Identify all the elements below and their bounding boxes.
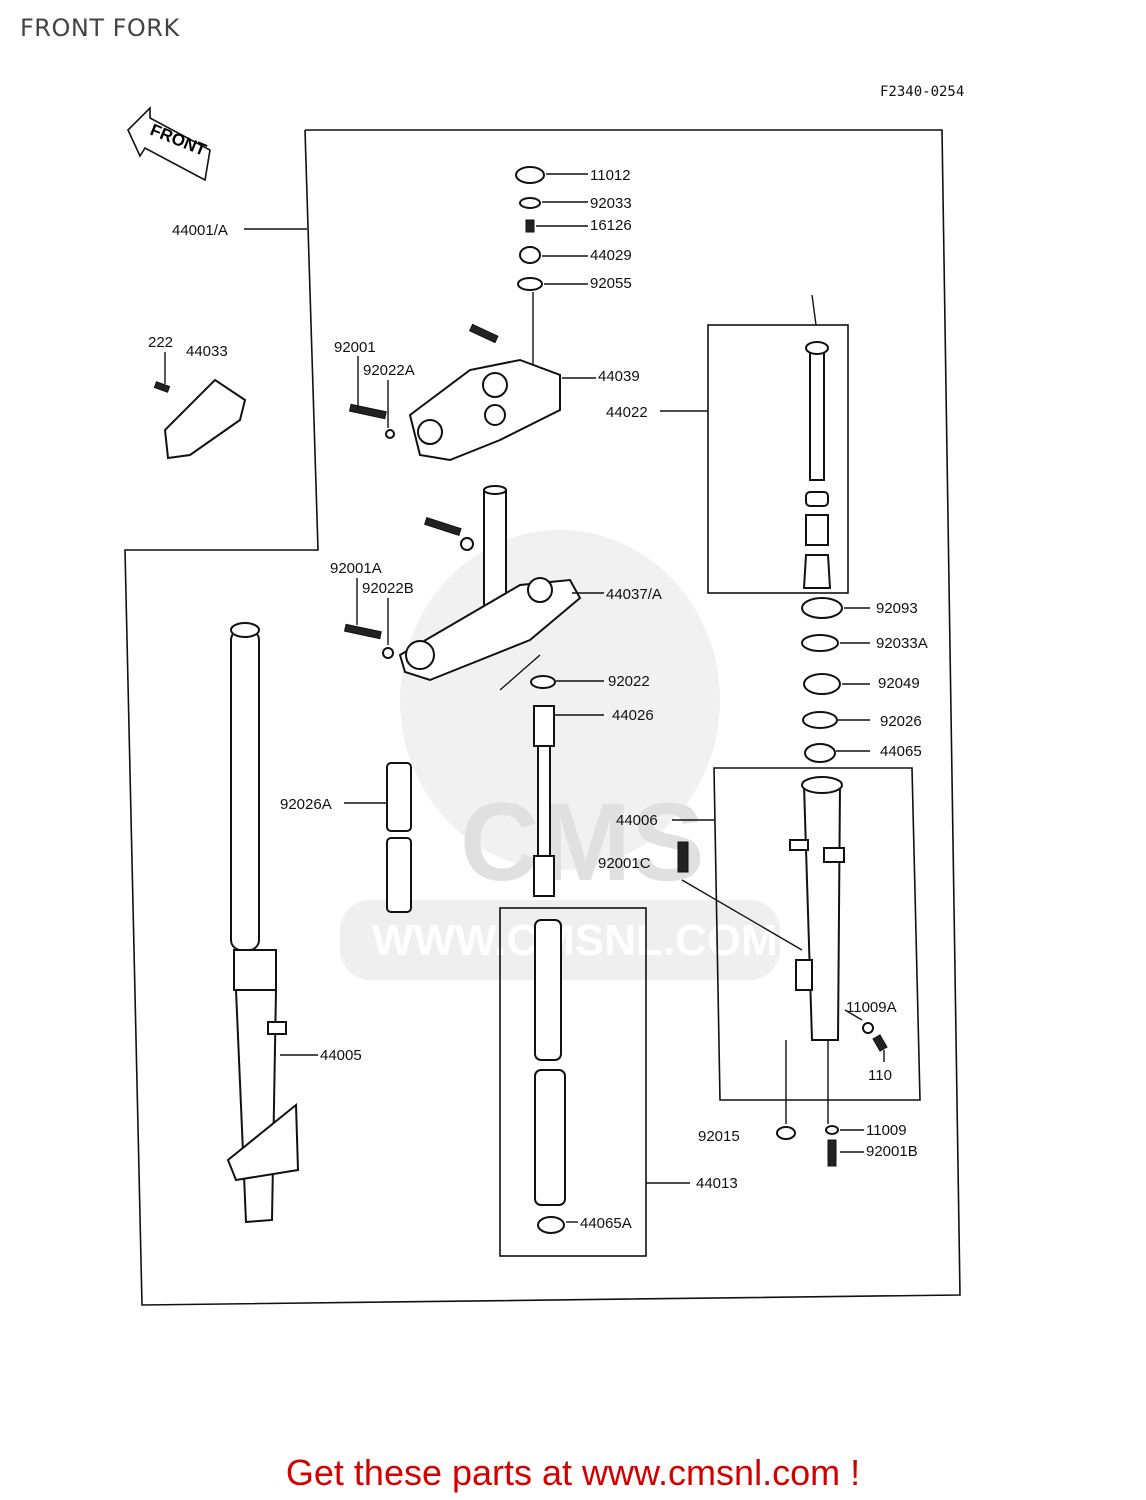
callout-92055: 92055 [590, 275, 632, 292]
leader-lines [164, 173, 885, 1223]
fork-leg-44005 [226, 622, 300, 1224]
callout-11012: 11012 [590, 167, 631, 184]
callout-92026A: 92026A [280, 796, 332, 813]
callout-92033: 92033 [590, 195, 632, 212]
callout-92022A: 92022A [363, 362, 415, 379]
callout-92001B: 92001B [866, 1143, 918, 1160]
callout-92049: 92049 [878, 675, 920, 692]
box-44022 [707, 324, 849, 594]
damper-rod-44022 [802, 341, 832, 589]
callout-44022: 44022 [606, 404, 648, 421]
callout-44005: 44005 [320, 1047, 362, 1064]
page-title: FRONT FORK [20, 14, 180, 42]
callout-44033: 44033 [186, 343, 228, 360]
assembly-frame [124, 129, 961, 1306]
callout-11009: 11009 [866, 1122, 907, 1139]
callout-92033A: 92033A [876, 635, 928, 652]
callout-44001A: 44001/A [172, 222, 228, 239]
callout-222: 222 [148, 334, 173, 351]
callout-44065: 44065 [880, 743, 922, 760]
callout-92015: 92015 [698, 1128, 740, 1145]
callout-16126: 16126 [590, 217, 632, 234]
watermark-url: WWW.CMSNL.COM [372, 916, 778, 965]
front-arrow-icon: FRONT [127, 106, 211, 182]
callout-92022: 92022 [608, 673, 650, 690]
steering-stem-44037 [343, 485, 582, 682]
collar-92026A [386, 762, 412, 913]
callout-44013: 44013 [696, 1175, 738, 1192]
callout-92022B: 92022B [362, 580, 414, 597]
upper-bracket-44039 [348, 323, 561, 462]
callout-92001C: 92001C [598, 855, 651, 872]
box-44006 [713, 767, 921, 1101]
callout-44039: 44039 [598, 368, 640, 385]
callout-110: 110 [868, 1067, 892, 1084]
callout-92026: 92026 [880, 713, 922, 730]
outer-tube-44006 [677, 776, 888, 1052]
callout-92001A: 92001A [330, 560, 382, 577]
callout-44006: 44006 [616, 812, 658, 829]
callout-44026: 44026 [612, 707, 654, 724]
diagram-code: F2340-0254 [880, 84, 965, 100]
bottom-bolts [776, 1125, 839, 1167]
bracket-44033 [153, 378, 247, 460]
callout-44037A: 44037/A [606, 586, 662, 603]
box-44013 [499, 907, 647, 1257]
callout-44065A: 44065A [580, 1215, 632, 1232]
top-cap-stack [515, 166, 545, 291]
callout-92093: 92093 [876, 600, 918, 617]
seal-stack [801, 597, 843, 763]
callout-11009A: 11009A [846, 999, 897, 1016]
inner-tube-44013 [534, 919, 566, 1234]
watermark-brand: CMS [460, 781, 704, 904]
spring-44026 [530, 675, 556, 897]
callout-44029: 44029 [590, 247, 632, 264]
promo-link[interactable]: Get these parts at www.cmsnl.com ! [285, 1452, 861, 1493]
callout-labels: 11012 92033 16126 44029 92055 44039 4400… [148, 167, 928, 1232]
callout-92001: 92001 [334, 339, 376, 356]
